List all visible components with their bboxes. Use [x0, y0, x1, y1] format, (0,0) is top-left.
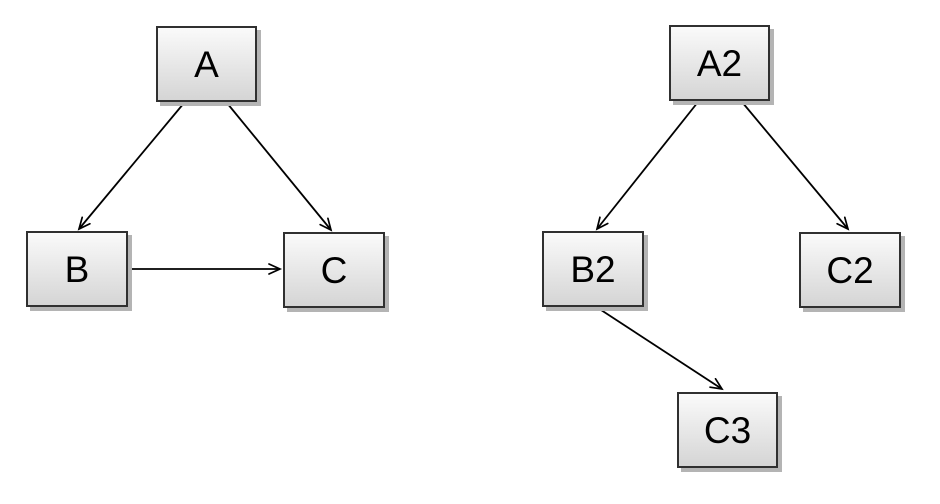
- node-B: B: [26, 231, 128, 307]
- node-C: C: [283, 232, 385, 308]
- edge-A-to-B: [77, 102, 185, 231]
- edge-B2-to-C3: [597, 307, 724, 391]
- node-B2: B2: [542, 231, 644, 307]
- node-C3: C3: [677, 392, 778, 468]
- edge-A2-to-C2: [741, 101, 850, 231]
- node-A2: A2: [669, 25, 770, 101]
- node-A: A: [156, 26, 257, 102]
- edge-A-to-C: [226, 102, 333, 232]
- node-C2: C2: [799, 232, 901, 308]
- edge-A2-to-B2: [595, 101, 699, 231]
